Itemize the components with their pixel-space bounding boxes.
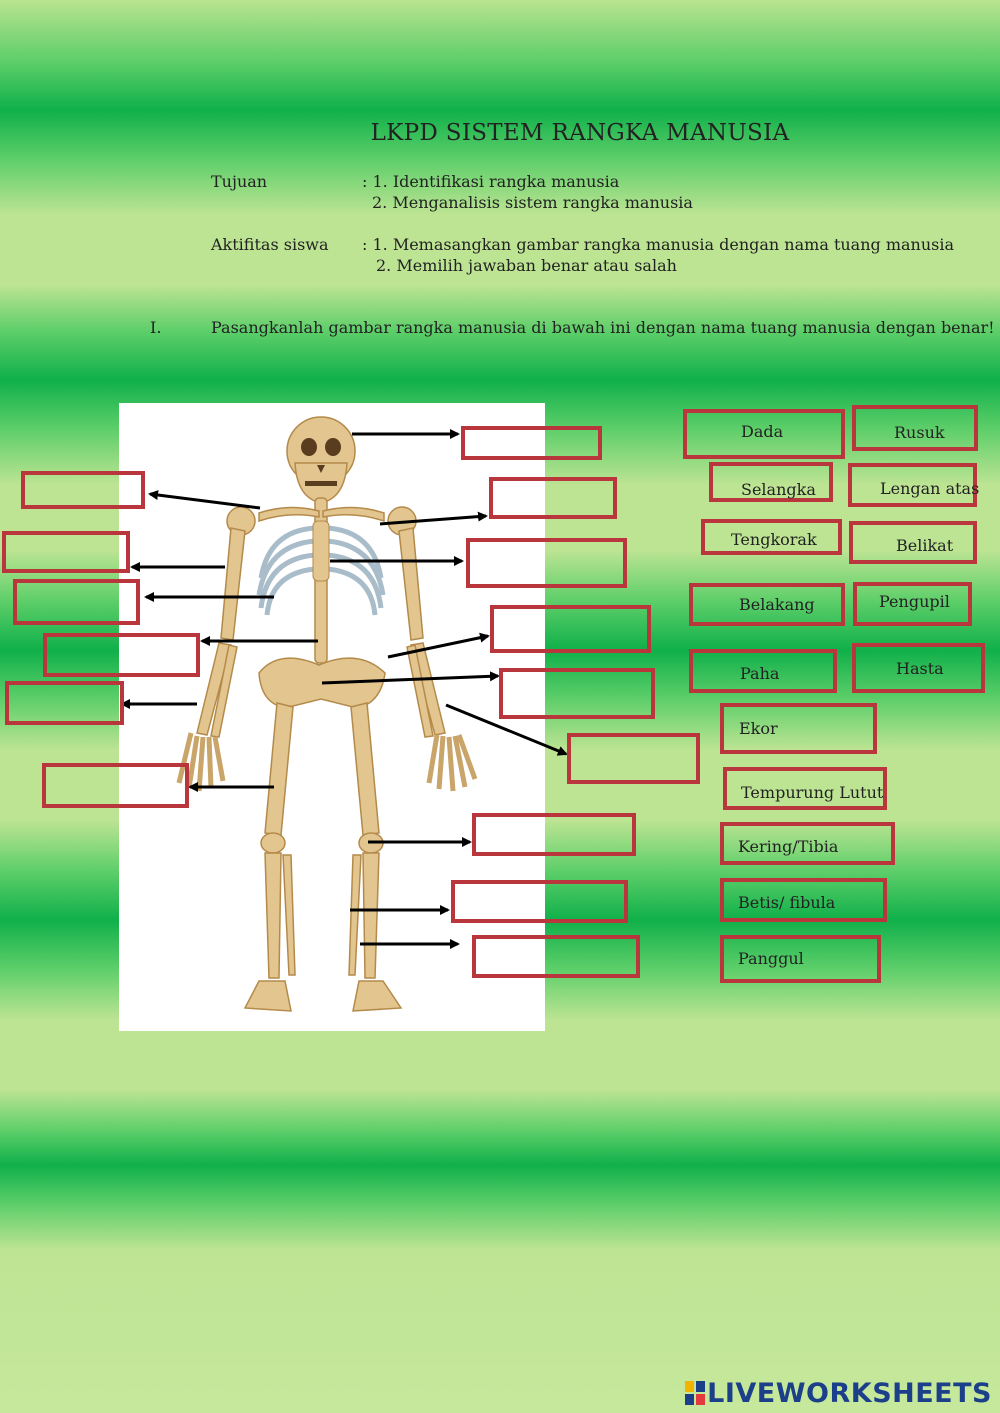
answer-box[interactable] xyxy=(451,880,628,923)
tujuan-label: Tujuan xyxy=(211,172,268,191)
word-lengan-atas[interactable]: Lengan atas xyxy=(848,463,979,507)
word-tempurung-lutut[interactable]: Tempurung Lutut xyxy=(723,767,887,810)
word-hasta[interactable]: Hasta xyxy=(852,643,985,693)
page-title: LKPD SISTEM RANGKA MANUSIA xyxy=(370,120,790,146)
arrow xyxy=(387,632,490,659)
word-rusuk[interactable]: Rusuk xyxy=(852,405,978,451)
word-panggul[interactable]: Panggul xyxy=(720,935,881,983)
aktifitas-item-1: : 1. Memasangkan gambar rangka manusia d… xyxy=(362,235,955,254)
answer-box[interactable] xyxy=(489,477,617,519)
answer-box[interactable] xyxy=(43,633,200,677)
answer-box[interactable] xyxy=(499,668,655,719)
answer-box[interactable] xyxy=(2,531,130,573)
word-paha[interactable]: Paha xyxy=(689,649,837,693)
word-betis-fibula[interactable]: Betis/ fibula xyxy=(720,878,887,922)
aktifitas-item-2: 2. Memilih jawaban benar atau salah xyxy=(376,256,677,275)
word-dada[interactable]: Dada xyxy=(683,409,845,459)
skeleton-illustration xyxy=(176,416,478,1012)
word-belikat[interactable]: Belikat xyxy=(849,521,977,564)
answer-box[interactable] xyxy=(466,538,627,588)
word-belakang[interactable]: Belakang xyxy=(689,583,845,626)
word-pengupil[interactable]: Pengupil xyxy=(853,582,972,626)
answer-box[interactable] xyxy=(472,813,636,856)
tujuan-item-2: 2. Menganalisis sistem rangka manusia xyxy=(372,193,693,212)
answer-box[interactable] xyxy=(472,935,640,978)
section-number: I. xyxy=(150,318,162,337)
answer-box[interactable] xyxy=(13,579,140,625)
word-tengkorak[interactable]: Tengkorak xyxy=(701,519,842,555)
answer-box[interactable] xyxy=(42,763,189,808)
arrow xyxy=(321,671,500,685)
word-kering-tibia[interactable]: Kering/Tibia xyxy=(720,822,895,865)
liveworksheets-logo: LIVEWORKSHEETS xyxy=(685,1378,992,1409)
answer-box[interactable] xyxy=(21,471,145,509)
arrow xyxy=(379,511,488,526)
tujuan-item-1: : 1. Identifikasi rangka manusia xyxy=(362,172,620,191)
section-instruction: Pasangkanlah gambar rangka manusia di ba… xyxy=(211,318,995,337)
logo-text: LIVEWORKSHEETS xyxy=(707,1378,992,1409)
answer-box[interactable] xyxy=(567,733,700,784)
answer-box[interactable] xyxy=(490,605,651,653)
arrow xyxy=(445,703,568,756)
answer-box[interactable] xyxy=(5,681,124,725)
aktifitas-label: Aktifitas siswa xyxy=(211,235,329,254)
arrow xyxy=(148,490,261,510)
word-ekor[interactable]: Ekor xyxy=(720,703,877,754)
answer-box[interactable] xyxy=(461,426,602,460)
word-selangka[interactable]: Selangka xyxy=(709,462,833,502)
logo-badge-icon xyxy=(685,1381,706,1405)
